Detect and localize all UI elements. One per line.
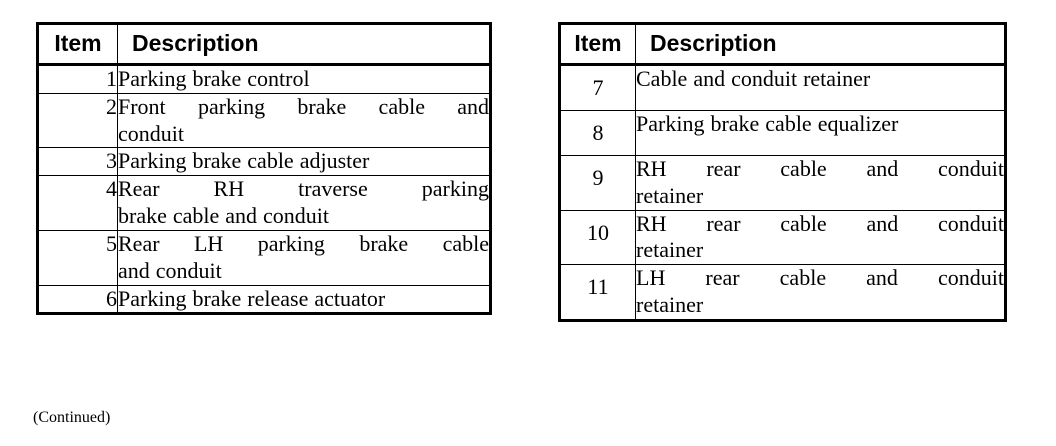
item-number-cell: 5: [37, 229, 118, 286]
header-row: Item Description: [37, 23, 491, 66]
description-cell: Parking brake release actuator: [117, 284, 491, 315]
description-line: Parking brake control: [118, 66, 310, 91]
description-line: Parking brake cable adjuster: [118, 148, 370, 174]
table-header: Item Description: [37, 23, 491, 66]
description-line: retainer: [636, 237, 704, 263]
description-line: retainer: [636, 182, 704, 208]
description-line: and conduit: [118, 257, 222, 283]
description-line: LH rear cable and conduit: [636, 265, 1004, 291]
continued-note: (Continued): [33, 409, 111, 426]
item-number-cell: 4: [37, 175, 118, 231]
table-header: Item Description: [559, 23, 1006, 66]
item-number-cell: 3: [37, 147, 118, 177]
column-header-item: Item: [559, 23, 636, 66]
description-line: Parking brake cable equalizer: [636, 110, 899, 136]
item-number-cell: 8: [559, 109, 636, 156]
column-header-item: Item: [37, 23, 118, 66]
description-line: RH rear cable and conduit: [636, 210, 1004, 236]
description-cell: Parking brake control: [117, 64, 491, 94]
item-number-cell: 2: [37, 92, 118, 149]
header-row: Item Description: [559, 23, 1006, 66]
description-line: brake cable and conduit: [118, 203, 330, 229]
description-cell: Parking brake cable equalizer: [635, 109, 1006, 156]
description-cell: Cable and conduit retainer: [635, 64, 1006, 111]
description-cell: Parking brake cable adjuster: [117, 147, 491, 177]
item-number-cell: 9: [559, 154, 636, 211]
item-number-cell: 6: [37, 284, 118, 315]
description-line: Rear LH parking brake cable: [118, 230, 489, 256]
item-number-cell: 11: [559, 264, 636, 321]
column-header-description: Description: [117, 23, 491, 66]
description-line: Rear RH traverse parking: [118, 176, 489, 202]
description-line: retainer: [636, 292, 704, 318]
description-line: Parking brake release actuator: [118, 285, 386, 311]
item-number-cell: 1: [37, 64, 118, 94]
description-line: RH rear cable and conduit: [636, 155, 1004, 181]
item-number-cell: 10: [559, 209, 636, 266]
item-number-cell: 7: [559, 64, 636, 111]
description-line: Cable and conduit retainer: [636, 66, 871, 91]
column-header-description: Description: [635, 23, 1006, 66]
description-line: conduit: [118, 120, 184, 146]
description-line: Front parking brake cable and: [118, 93, 489, 119]
